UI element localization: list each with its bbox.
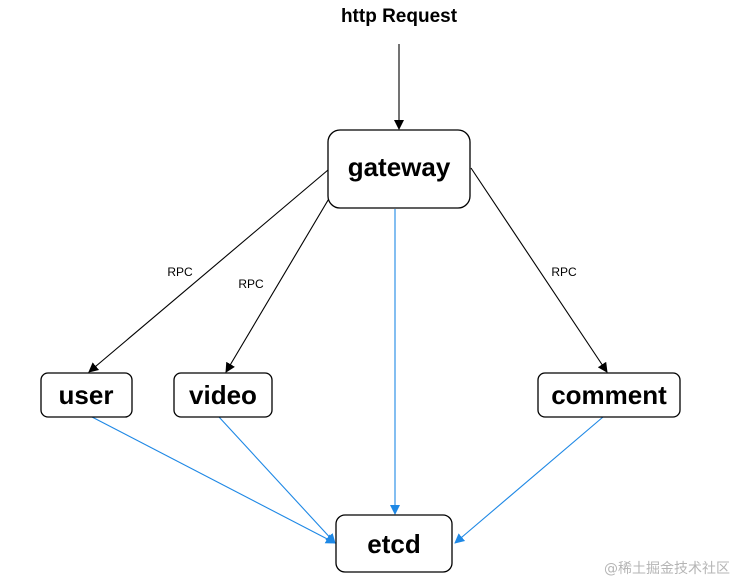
node-user: user (40, 372, 133, 418)
edge-comment-etcd (454, 416, 604, 544)
diagram-title: http Request (341, 6, 458, 27)
node-video-box (173, 372, 273, 418)
edge-user-etcd (91, 416, 336, 544)
edge-video-etcd (218, 416, 336, 544)
node-user-label: user (59, 380, 114, 410)
node-comment-label: comment (551, 380, 667, 410)
node-etcd: etcd (335, 514, 453, 573)
node-comment: comment (537, 372, 681, 418)
node-user-box (40, 372, 133, 418)
edge-label-gateway-comment: RPC (551, 265, 577, 279)
edge-gateway-comment (470, 167, 608, 373)
node-video-label: video (189, 380, 257, 410)
edge-gateway-video (225, 179, 341, 373)
node-etcd-box (335, 514, 453, 573)
node-gateway: gateway (327, 129, 471, 209)
node-comment-box (537, 372, 681, 418)
edge-gateway-user (88, 169, 329, 373)
node-etcd-label: etcd (367, 529, 420, 559)
watermark-text: @稀土掘金技术社区 (604, 561, 730, 577)
node-gateway-box (327, 129, 471, 209)
node-video: video (173, 372, 273, 418)
node-gateway-label: gateway (348, 152, 451, 182)
edge-label-gateway-user: RPC (167, 265, 193, 279)
edge-label-gateway-video: RPC (238, 277, 264, 291)
